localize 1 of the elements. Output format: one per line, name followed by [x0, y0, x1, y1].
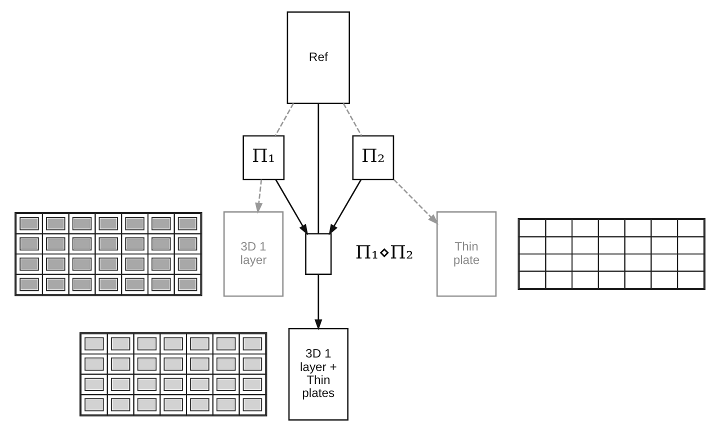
- node-label: Π₁⋄Π₂: [355, 242, 414, 264]
